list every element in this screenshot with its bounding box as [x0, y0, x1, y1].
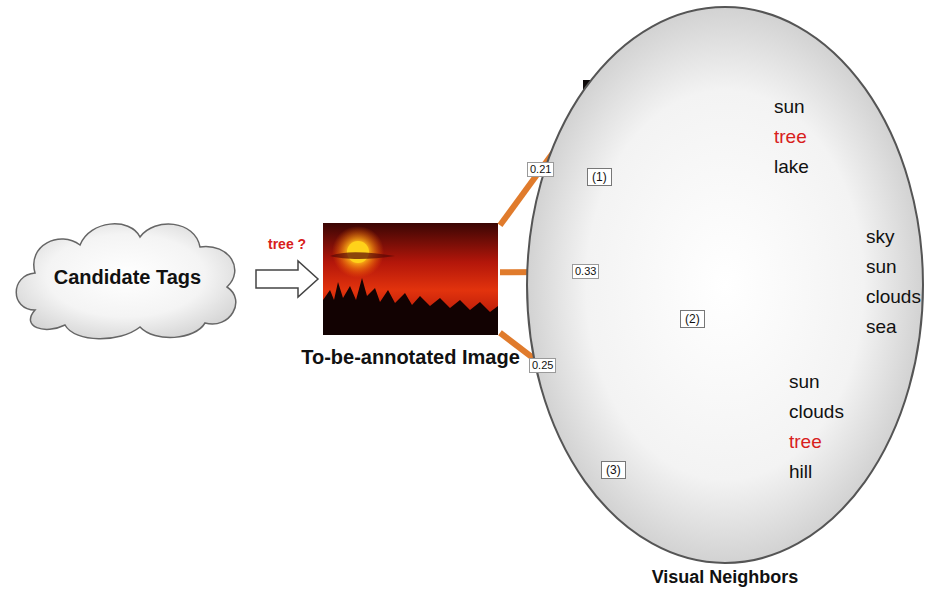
tag-word: sea [866, 312, 921, 342]
sunset-photo [323, 223, 498, 335]
photo-sky [323, 223, 498, 335]
group-label: Visual Neighbors [525, 567, 925, 588]
tag-word: tree [789, 427, 844, 457]
ellipse-outline [525, 5, 925, 565]
weight-label: 0.21 [527, 162, 554, 177]
weight-label: 0.33 [572, 264, 599, 279]
tag-word: clouds [789, 397, 844, 427]
tree-silhouettes [323, 278, 498, 335]
callout-number: (1) [587, 168, 612, 186]
tag-word: clouds [866, 282, 921, 312]
neighbor-image: suncloudstreehill(3) [597, 373, 783, 483]
tag-list: skysuncloudssea [866, 222, 921, 342]
query-image: To-be-annotated Image [323, 223, 498, 335]
tag-word: tree [774, 122, 809, 152]
tag-word: sun [866, 252, 921, 282]
tag-word: lake [774, 152, 809, 182]
cloud-label: Candidate Tags [54, 266, 201, 289]
query-tag-label: tree ? [266, 236, 308, 252]
neighbor-image: skysuncloudssea(2) [676, 222, 860, 332]
cloud-path [16, 224, 236, 339]
neighbor-image: suntreelake(1) [583, 80, 768, 190]
tag-word: sky [866, 222, 921, 252]
sun-glow [332, 226, 384, 278]
hollow-arrow [256, 261, 318, 297]
callout-number: (2) [680, 310, 705, 328]
block-arrow [256, 261, 318, 297]
cloud-streak [330, 252, 395, 259]
tag-list: suncloudstreehill [789, 367, 844, 487]
image-caption: To-be-annotated Image [298, 344, 523, 371]
neighbor-ellipse: Visual Neighborssuntreelake(1)skysunclou… [525, 5, 925, 565]
weight-label: 0.25 [529, 358, 556, 373]
tag-word: sun [774, 92, 809, 122]
tag-list: suntreelake [774, 92, 809, 182]
tag-word: sun [789, 367, 844, 397]
callout-number: (3) [601, 461, 626, 479]
sun [347, 241, 369, 263]
tag-word: hill [789, 457, 844, 487]
ellipse-shape [527, 7, 923, 563]
cloud-shape: Candidate Tags [5, 205, 250, 345]
